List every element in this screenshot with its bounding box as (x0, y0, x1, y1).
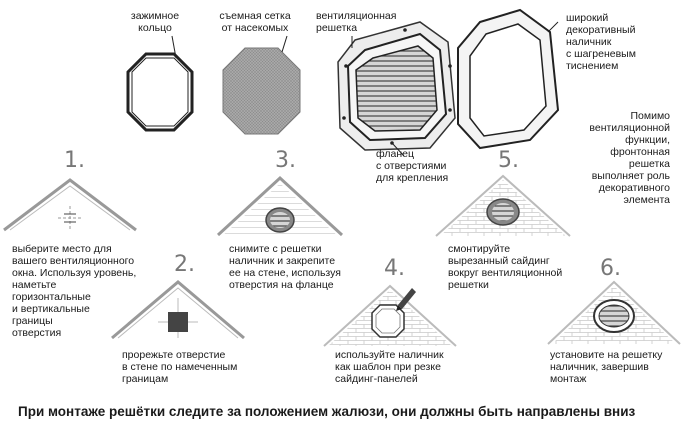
step-3-illustration (216, 175, 344, 237)
pencil-icon (396, 288, 416, 311)
louver-direction-caption: При монтаже решётки следите за положение… (18, 404, 636, 419)
insect-mesh-label: съемная сетка от насекомых (219, 10, 291, 34)
step-1-text: выберите место для вашего вентиляционног… (12, 243, 137, 339)
step-2-number: 2. (174, 252, 195, 277)
decorative-function-note: Помимо вентиляционной функции, фронтонна… (589, 110, 670, 206)
step-5-illustration (435, 174, 571, 237)
step-6-text: установите на решетку наличник, завершив… (550, 349, 663, 385)
vent-grille-label: вентиляционная решетка (316, 10, 397, 34)
vent-grille-illustration (337, 21, 456, 157)
step-4-number: 4. (384, 256, 405, 281)
decorative-trim-illustration (457, 8, 560, 150)
step-1-number: 1. (64, 148, 85, 173)
flange-label: фланец с отверстиями для крепления (376, 148, 449, 184)
insect-mesh-illustration (222, 35, 301, 135)
clamping-ring-label: зажимное кольцо (130, 10, 180, 34)
decorative-trim-label: широкий декоративный наличник с шагренев… (566, 12, 636, 72)
step-2-text: прорежьте отверстие в стене по намеченны… (122, 349, 238, 385)
step-5-number: 5. (498, 148, 519, 173)
step-3-text: снимите с решетки наличник и закрепите е… (229, 243, 341, 291)
step-1-illustration (3, 178, 137, 232)
step-6-illustration (547, 280, 681, 345)
step-3-number: 3. (275, 148, 296, 173)
step-4-illustration (323, 284, 457, 347)
step-5-text: смонтируйте вырезанный сайдинг вокруг ве… (448, 243, 563, 291)
clamping-ring-illustration (126, 35, 194, 132)
step-2-illustration (111, 280, 245, 340)
step-4-text: используйте наличник как шаблон при резк… (335, 349, 444, 385)
step-6-number: 6. (600, 256, 621, 281)
